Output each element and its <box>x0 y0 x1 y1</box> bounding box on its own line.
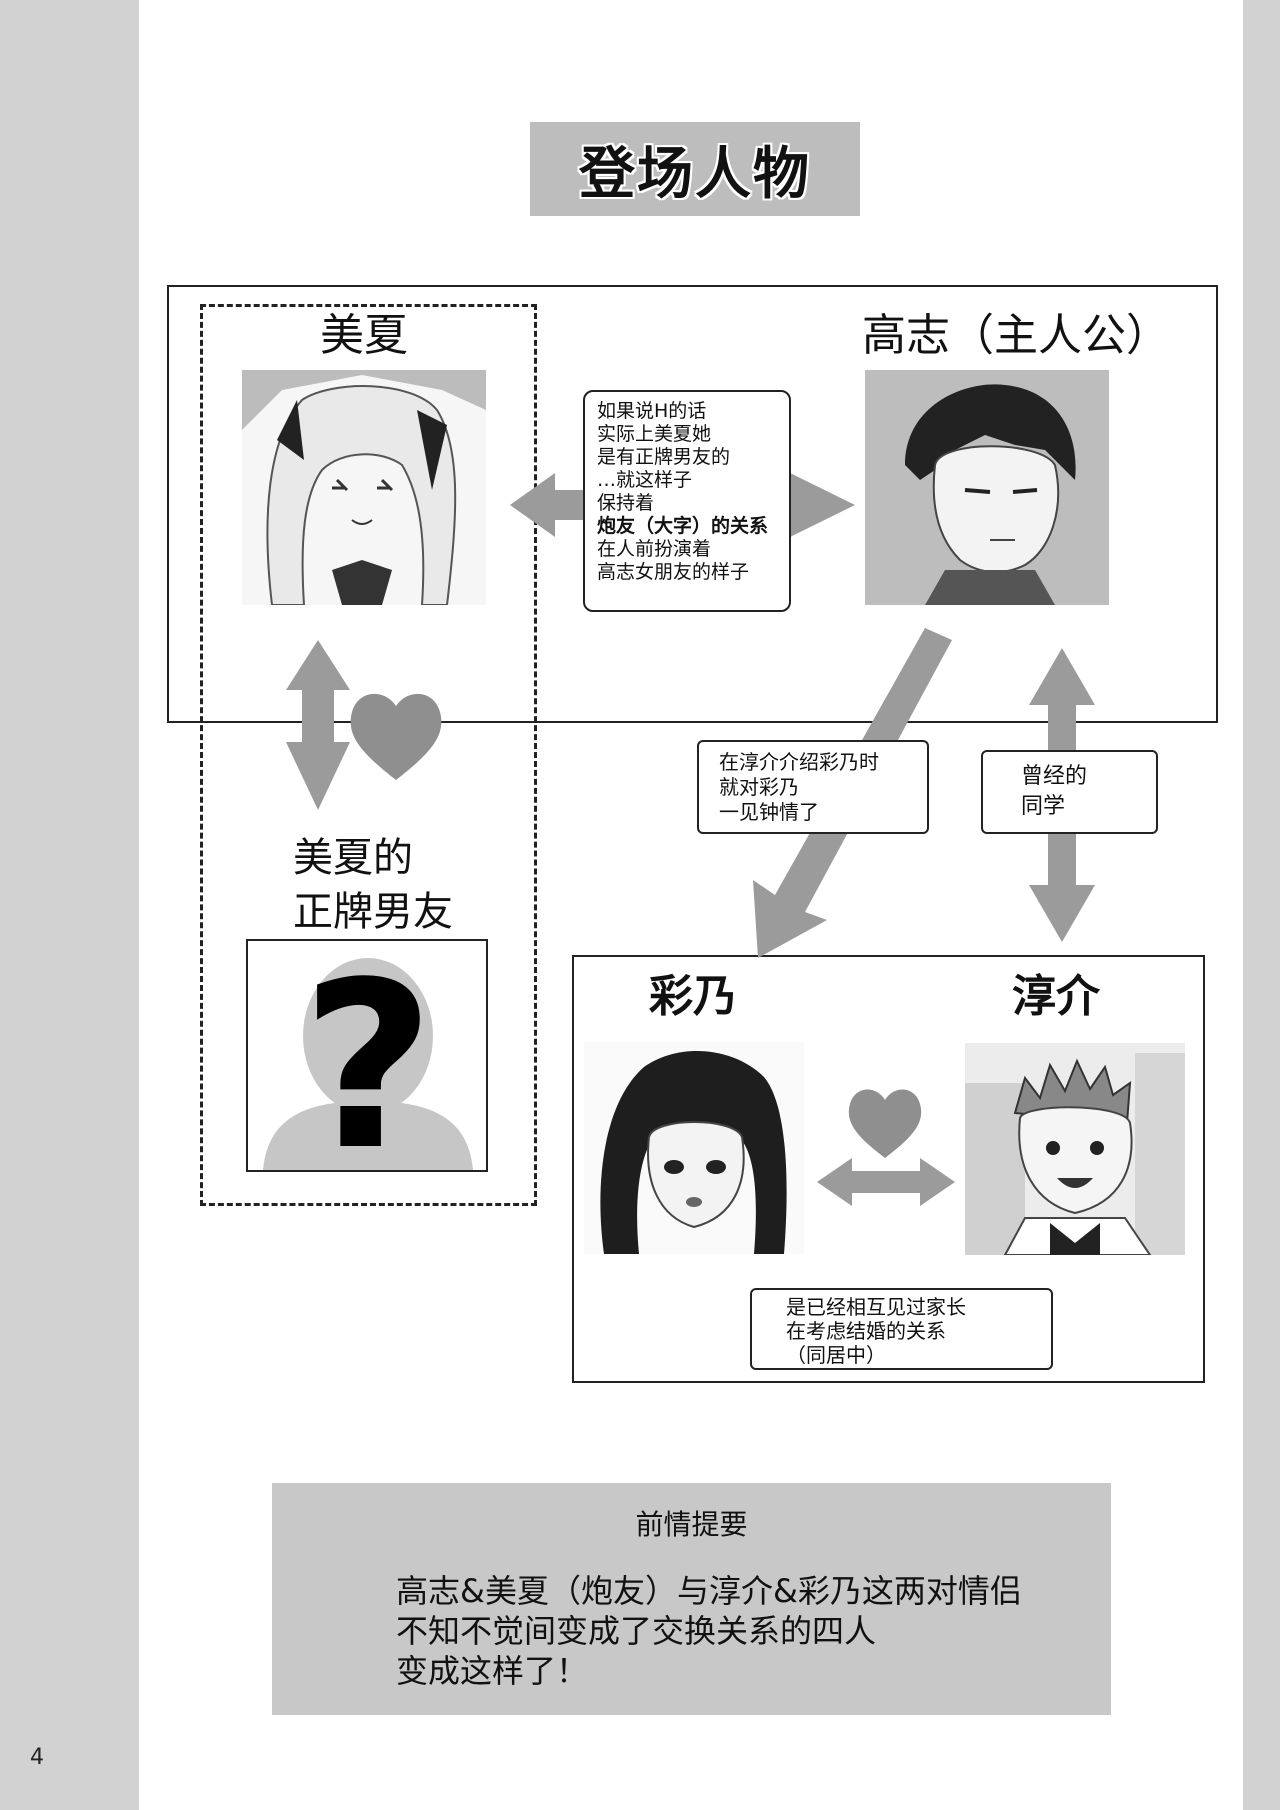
takashi-ayano-relation-note: 在淳介介绍彩乃时 就对彩乃 一见钟情了 <box>697 740 929 834</box>
junsuke-name: 淳介 <box>1012 971 1100 1022</box>
heart-icon <box>350 693 442 780</box>
note-line: 在淳介介绍彩乃时 <box>719 750 879 774</box>
note-line: 在考虑结婚的关系 <box>786 1319 946 1343</box>
mika-takashi-relation-note: 如果说H的话 实际上美夏她 是有正牌男友的 …就这样子 保持着 炮友（大字）的关… <box>583 390 791 612</box>
boyfriend-portrait: ? <box>246 939 488 1172</box>
mika-group-dashed-frame <box>200 304 537 1206</box>
note-line: 一见钟情了 <box>719 800 819 824</box>
bottom-relation-frame <box>572 955 1205 1383</box>
summary-text: 高志&美夏（炮友）与淳介&彩乃这两对情侣 不知不觉间变成了交换关系的四人 变成这… <box>396 1571 1022 1691</box>
note-line: 是有正牌男友的 <box>597 446 731 468</box>
mika-name: 美夏 <box>320 310 408 361</box>
page-title: 登场人物 <box>579 141 811 207</box>
note-line: 实际上美夏她 <box>597 423 712 445</box>
summary-line: 高志&美夏（炮友）与淳介&彩乃这两对情侣 <box>396 1572 1022 1610</box>
top-relation-frame <box>167 285 1218 723</box>
note-line: 同学 <box>1021 794 1066 819</box>
ayano-portrait <box>584 1042 804 1254</box>
takashi-junsuke-relation-note: 曾经的 同学 <box>981 750 1158 834</box>
heart-icon <box>848 1089 922 1158</box>
double-arrow-ayano-junsuke <box>817 1158 955 1206</box>
left-page-margin <box>0 0 139 1810</box>
page-number: 4 <box>30 1745 44 1770</box>
junsuke-portrait <box>965 1043 1185 1255</box>
note-line: 在人前扮演着 <box>597 538 712 560</box>
note-line: …就这样子 <box>597 469 693 491</box>
question-mark-icon: ? <box>301 941 434 1170</box>
note-line: 曾经的 <box>1021 764 1088 789</box>
note-line: （同居中） <box>786 1343 886 1367</box>
note-line: 是已经相互见过家长 <box>786 1295 966 1319</box>
double-arrow-mika-boyfriend <box>286 640 350 810</box>
right-page-margin <box>1243 0 1280 1810</box>
summary-title: 前情提要 <box>635 1508 748 1541</box>
summary-line: 变成这样了！ <box>396 1652 589 1690</box>
summary-line: 不知不觉间变成了交换关系的四人 <box>396 1612 877 1650</box>
note-emphasis: 炮友（大字）的关系 <box>597 515 769 537</box>
note-line: 高志女朋友的样子 <box>597 561 750 583</box>
ayano-name: 彩乃 <box>649 971 737 1022</box>
boyfriend-name-line2: 正牌男友 <box>293 889 453 935</box>
takashi-name: 高志（主人公） <box>862 310 1170 361</box>
note-line: 就对彩乃 <box>719 775 799 799</box>
takashi-portrait <box>865 370 1109 605</box>
mika-portrait <box>242 370 486 605</box>
story-summary-box: 前情提要 高志&美夏（炮友）与淳介&彩乃这两对情侣 不知不觉间变成了交换关系的四… <box>272 1483 1111 1715</box>
boyfriend-name-line1: 美夏的 <box>293 835 413 881</box>
note-line: 保持着 <box>597 492 655 514</box>
ayano-junsuke-relation-note: 是已经相互见过家长 在考虑结婚的关系 （同居中） <box>750 1288 1053 1370</box>
title-box: 登场人物 <box>530 122 860 216</box>
note-line: 如果说H的话 <box>597 400 707 422</box>
